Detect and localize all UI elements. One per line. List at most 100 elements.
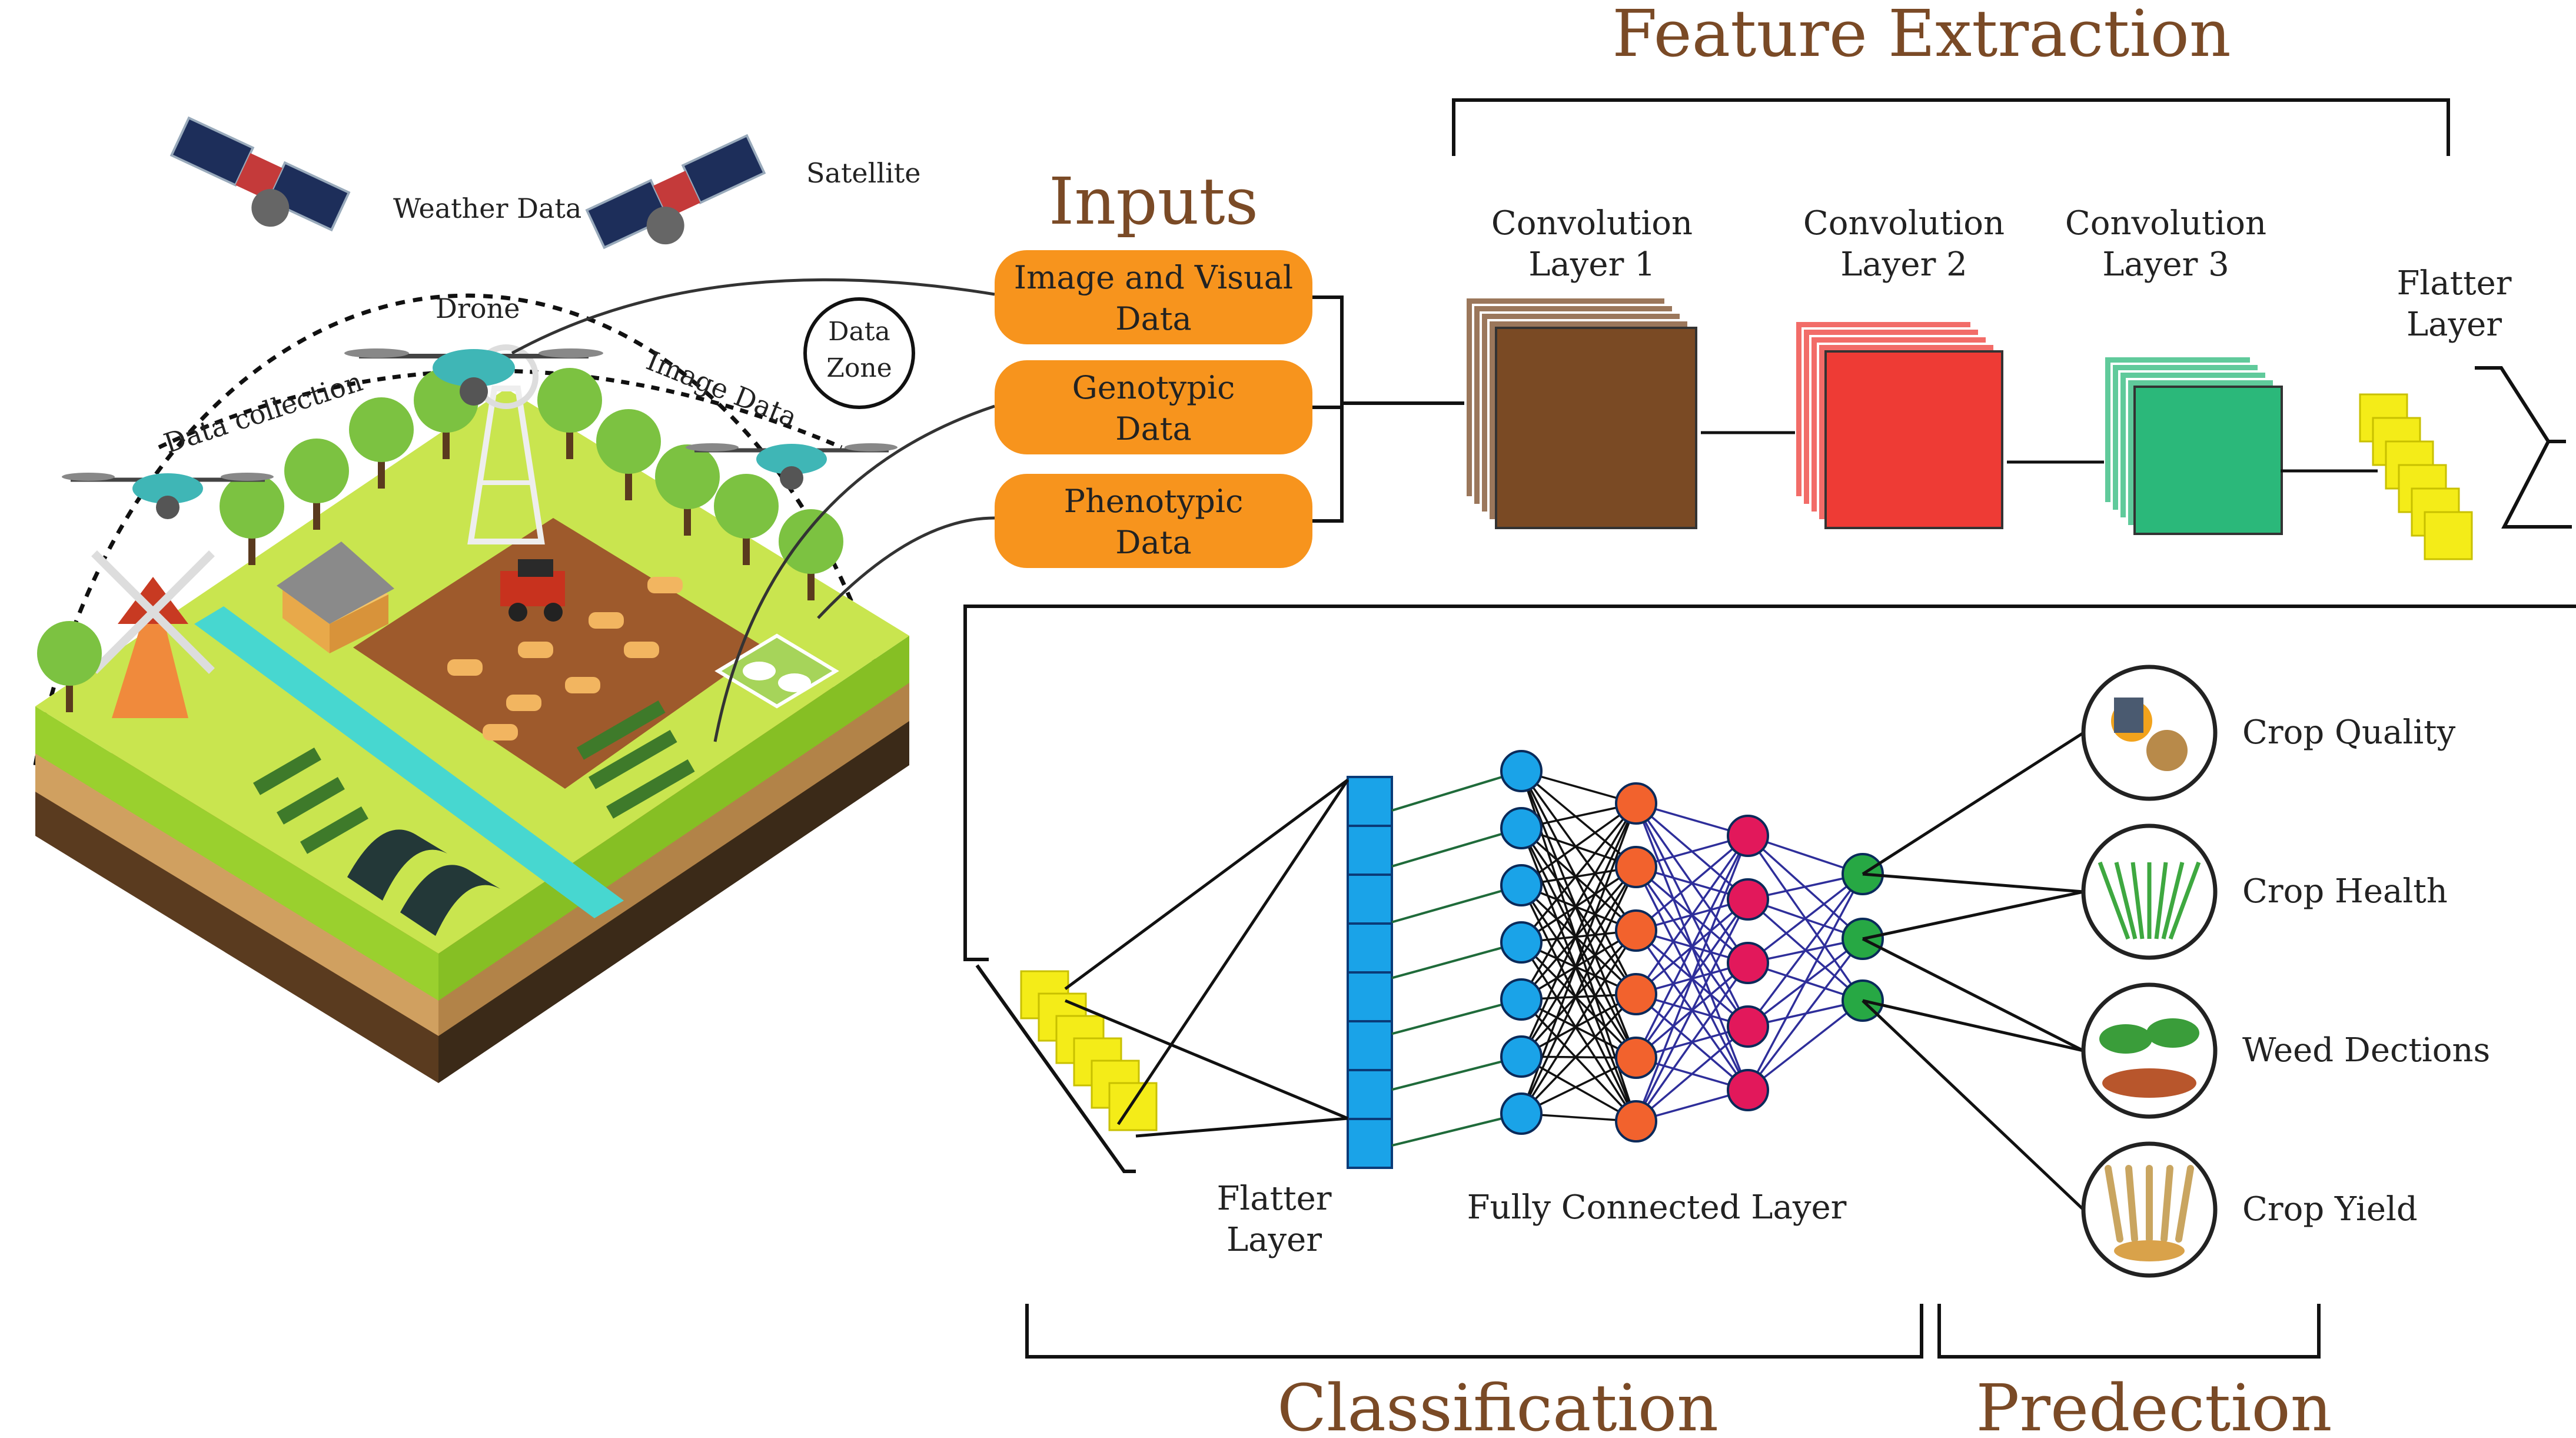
- nn-node-layer-1: [1500, 921, 1543, 964]
- nn-edge: [1391, 770, 1522, 812]
- nn-edge: [1635, 1025, 1749, 1122]
- conv-layer-1-label: Convolution: [1491, 204, 1693, 243]
- nn-edge: [1520, 770, 1637, 932]
- nn-edge: [1862, 872, 2084, 894]
- flatter-layer-bottom-label: Layer: [1226, 1221, 1322, 1259]
- conv-layer-3-label: Layer 3: [2102, 245, 2229, 284]
- input-label: Phenotypic: [1064, 483, 1244, 520]
- conv-layer-3-label: Convolution: [2065, 204, 2266, 243]
- flatten-layer-bottom: [1020, 970, 1158, 1131]
- nn-edge: [1635, 899, 1749, 1122]
- output-label: Crop Yield: [2242, 1190, 2418, 1228]
- flat-vector-cell: [1347, 1118, 1393, 1169]
- satellite-icon: [585, 134, 766, 250]
- flat-vector-cell: [1347, 1069, 1393, 1120]
- output-label: Crop Health: [2242, 872, 2448, 911]
- conv-layer-1-label: Layer 1: [1528, 245, 1656, 284]
- nn-edge: [1747, 874, 1864, 1091]
- nn-edge: [1520, 771, 1637, 1058]
- nn-edge: [1065, 999, 1348, 1120]
- nn-edge: [1635, 835, 1749, 1122]
- nn-edge: [1391, 827, 1522, 868]
- nn-node-layer-1: [1500, 978, 1543, 1021]
- nn-edge: [1520, 866, 1637, 1001]
- data-zone-label: Zone: [826, 353, 892, 383]
- conv-layer-3-feature-map: [2133, 386, 2283, 535]
- nn-node-layer-3: [1727, 815, 1769, 857]
- nn-edge: [1747, 938, 1864, 1091]
- flat-vector-cell: [1347, 874, 1393, 925]
- feature-extraction-heading: Feature Extraction: [1612, 0, 2231, 71]
- conv-layer-2-label: Convolution: [1803, 204, 2005, 243]
- flatten-bottom-square: [1108, 1082, 1158, 1131]
- nn-edge: [1520, 941, 1637, 1059]
- satellite-icon: [169, 116, 351, 232]
- nn-edge: [1635, 835, 1749, 995]
- prediction-bracket: [1937, 1304, 2321, 1359]
- nn-node-layer-2: [1615, 909, 1657, 952]
- flatten-layer-top: [2359, 393, 2473, 560]
- nn-edge: [1862, 937, 2085, 1052]
- data-zone-label: Data: [828, 317, 890, 347]
- flow-return-line: [963, 605, 2576, 961]
- drone-icon: [62, 473, 274, 519]
- nn-edge: [1520, 993, 1637, 1115]
- crop-rows: [253, 700, 695, 854]
- input-label: Genotypic: [1072, 369, 1235, 406]
- nn-edge: [1521, 1057, 1637, 1115]
- classification-bracket: [1025, 1304, 1923, 1359]
- input-label: Image and Visual: [1014, 259, 1293, 296]
- nn-node-layer-2: [1615, 846, 1657, 888]
- classification-heading: Classification: [1277, 1370, 1719, 1438]
- flatter-layer-top-label: Layer: [2407, 305, 2502, 344]
- nn-node-layer-2: [1615, 782, 1657, 825]
- harvester-icon: [500, 559, 565, 622]
- nn-edge: [1520, 827, 1637, 932]
- flatten-top-bracket: [2475, 366, 2572, 529]
- flatter-layer-top-label: Flatter: [2396, 264, 2511, 303]
- output-label: Crop Quality: [2242, 713, 2456, 752]
- nn-edge: [1520, 771, 1637, 995]
- image-data-label: Image Data: [642, 344, 802, 433]
- farmhouse-icon: [277, 542, 394, 653]
- connector-line: [817, 516, 995, 619]
- nn-edge: [1391, 998, 1522, 1035]
- nn-edge: [1520, 828, 1637, 1058]
- nn-edge: [1520, 942, 1637, 1122]
- classification-section: Flatter Layer Fully Connected Layer Clas…: [963, 605, 2576, 1438]
- nn-edge: [1747, 873, 1864, 1028]
- nn-edge: [1520, 866, 1637, 1114]
- nn-edge: [1116, 779, 1350, 1125]
- livestock-pen-icon: [714, 633, 839, 709]
- nn-node-layer-3: [1727, 942, 1769, 984]
- prediction-heading: Predection: [1976, 1370, 2332, 1438]
- nn-edge: [1520, 885, 1637, 1122]
- nn-edge: [1391, 1055, 1522, 1091]
- nn-edge: [1520, 802, 1637, 886]
- feature-extraction-section: Feature Extraction Convolution Layer 1 C…: [1452, 0, 2572, 560]
- crop-quality-icon: [2081, 665, 2218, 801]
- drone-icon: [344, 348, 603, 406]
- fully-connected-layer-label: Fully Connected Layer: [1467, 1188, 1847, 1227]
- nn-edge: [1521, 998, 1637, 1059]
- nn-node-layer-1: [1500, 750, 1543, 792]
- hay-bales: [447, 577, 683, 740]
- inputs-bracket: [1312, 295, 1471, 523]
- nn-node-layer-2: [1615, 1037, 1657, 1079]
- nn-node-layer-1: [1500, 1035, 1543, 1078]
- flat-vector-cell: [1347, 776, 1393, 827]
- input-label: Data: [1115, 410, 1191, 447]
- nn-edge: [1520, 885, 1637, 1058]
- feature-extraction-bracket: [1452, 98, 2450, 156]
- nn-edge: [1862, 999, 2085, 1211]
- nn-edge: [1521, 1055, 1637, 1122]
- nn-edge: [1520, 802, 1637, 944]
- nn-edge: [1391, 941, 1522, 979]
- nn-edge: [1635, 835, 1749, 932]
- nn-edge: [1747, 873, 1864, 964]
- nn-node-layer-1: [1500, 807, 1543, 849]
- nn-edge: [1521, 866, 1637, 944]
- nn-edge: [1635, 962, 1749, 1122]
